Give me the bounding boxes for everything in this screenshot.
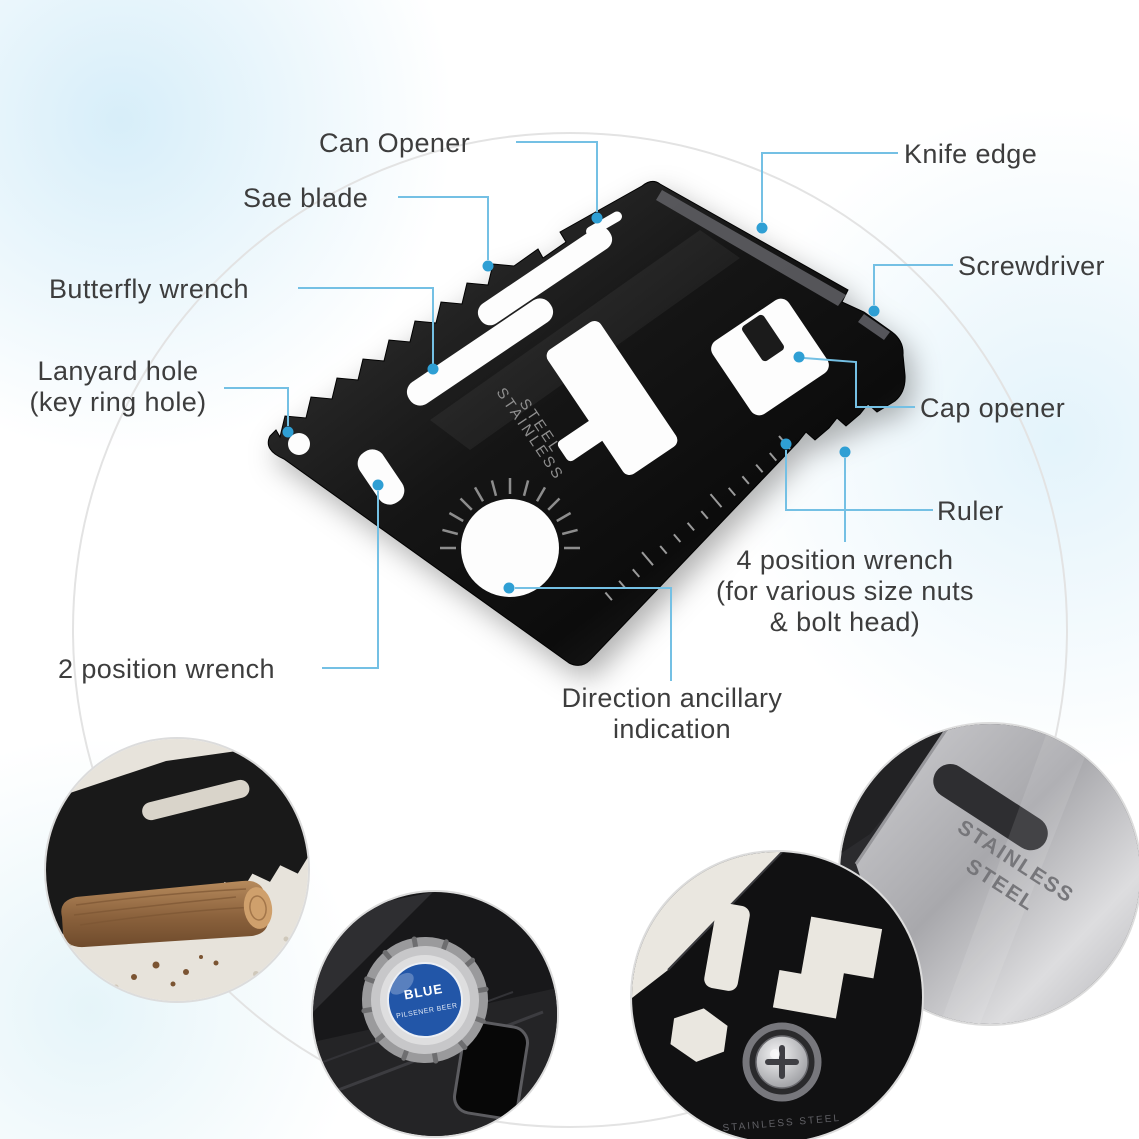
label-direction-line1: Direction ancillary xyxy=(561,683,783,713)
label-2-position-wrench: 2 position wrench xyxy=(58,654,275,684)
wood-cut-end xyxy=(243,887,273,929)
inset-bottle-cap-opener: BLUE PILSENER BEER xyxy=(311,890,559,1138)
screw-inset-hex-notch xyxy=(670,1008,728,1062)
cap-opener-lip xyxy=(742,314,784,362)
lanyard-hole xyxy=(288,433,310,455)
screw-inset-slot xyxy=(704,903,750,991)
leader-direction xyxy=(515,587,672,681)
leader-lanyard-hole xyxy=(224,387,289,426)
metal-slot xyxy=(933,764,1048,851)
wood-grain-lines xyxy=(73,888,257,926)
label-direction-line2: indication xyxy=(612,714,732,744)
inset-stainless-steel-closeup: STAINLESS STEEL xyxy=(838,722,1139,1026)
multitool-card: STAINLESS STEEL xyxy=(267,180,906,666)
four-position-wrench-step xyxy=(557,414,613,462)
label-4-position-line2: (for various size nuts xyxy=(716,576,974,606)
saw-tool-slot xyxy=(142,779,250,821)
label-lanyard-hole-line1: Lanyard hole xyxy=(37,356,199,386)
leader-knife-edge xyxy=(761,152,898,222)
direction-dial-hole xyxy=(461,499,559,597)
screw-highlight xyxy=(770,1049,780,1059)
leader-ruler xyxy=(785,450,933,511)
label-lanyard-hole: Lanyard hole (key ring hole) xyxy=(12,356,224,418)
label-4-position-line3: & bolt head) xyxy=(769,607,921,637)
dot-direction xyxy=(503,582,515,594)
leader-dots xyxy=(282,212,880,594)
bottle-cap: BLUE PILSENER BEER xyxy=(361,936,489,1064)
label-4-position-line1: 4 position wrench xyxy=(736,545,954,575)
label-butterfly-wrench: Butterfly wrench xyxy=(49,274,249,304)
dot-cap-opener xyxy=(793,351,805,363)
dot-knife-edge xyxy=(756,222,768,234)
cap-blue-center xyxy=(387,962,463,1038)
cap-highlight xyxy=(389,972,414,995)
label-knife-edge: Knife edge xyxy=(904,139,1038,169)
label-direction-indication: Direction ancillary indication xyxy=(532,683,812,745)
label-sae-blade: Sae blade xyxy=(243,183,369,213)
can-opener-slot xyxy=(586,211,622,237)
saw-blade-slot xyxy=(477,226,613,326)
dot-screwdriver xyxy=(868,305,880,317)
four-position-wrench-cutout xyxy=(546,321,678,475)
cap-crimps xyxy=(361,936,489,1064)
label-screwdriver: Screwdriver xyxy=(958,251,1105,281)
leader-lines xyxy=(224,141,953,681)
leader-screwdriver xyxy=(873,264,953,305)
label-cap-opener: Cap opener xyxy=(920,393,1066,423)
screw-inset-step-cutout xyxy=(772,916,883,1019)
leader-sae-blade xyxy=(398,196,489,260)
dot-can-opener xyxy=(591,212,603,224)
inset-saw-cutting-wood xyxy=(44,737,310,1003)
knife-edge-bevel xyxy=(656,190,846,306)
dot-two-position xyxy=(372,479,384,491)
decorative-background-circle xyxy=(72,132,1068,1128)
leader-butterfly-wrench xyxy=(298,287,434,364)
dot-sae-blade xyxy=(482,260,494,272)
label-lanyard-hole-line2: (key ring hole) xyxy=(29,387,207,417)
dot-butterfly-wrench xyxy=(427,363,439,375)
metal-plate xyxy=(856,724,1139,1024)
leader-cap-opener xyxy=(803,357,915,408)
cap-brand-text: BLUE xyxy=(403,981,444,1003)
direction-sunburst-marks xyxy=(440,478,580,550)
inset-screw-wrench-closeup: STAINLESS STEEL xyxy=(630,850,924,1139)
sawdust-crumbs xyxy=(131,955,219,987)
leader-two-position xyxy=(322,491,379,669)
screwdriver-bevel xyxy=(858,314,890,340)
opener-hole xyxy=(453,1020,529,1120)
label-ruler: Ruler xyxy=(937,496,1004,526)
dot-ruler xyxy=(780,438,792,450)
two-position-wrench-cutout xyxy=(357,449,405,505)
dot-lanyard-hole xyxy=(282,426,294,438)
metal-shine xyxy=(940,724,1098,1024)
metal-edge-line xyxy=(854,724,952,865)
label-can-opener: Can Opener xyxy=(319,128,471,158)
label-4-position-wrench: 4 position wrench (for various size nuts… xyxy=(695,545,995,638)
dot-four-position xyxy=(839,446,851,458)
wood-ring xyxy=(249,895,267,921)
leader-can-opener xyxy=(516,141,598,212)
screw-phillips-cross xyxy=(765,1045,799,1079)
butterfly-wrench-slot xyxy=(406,298,554,406)
